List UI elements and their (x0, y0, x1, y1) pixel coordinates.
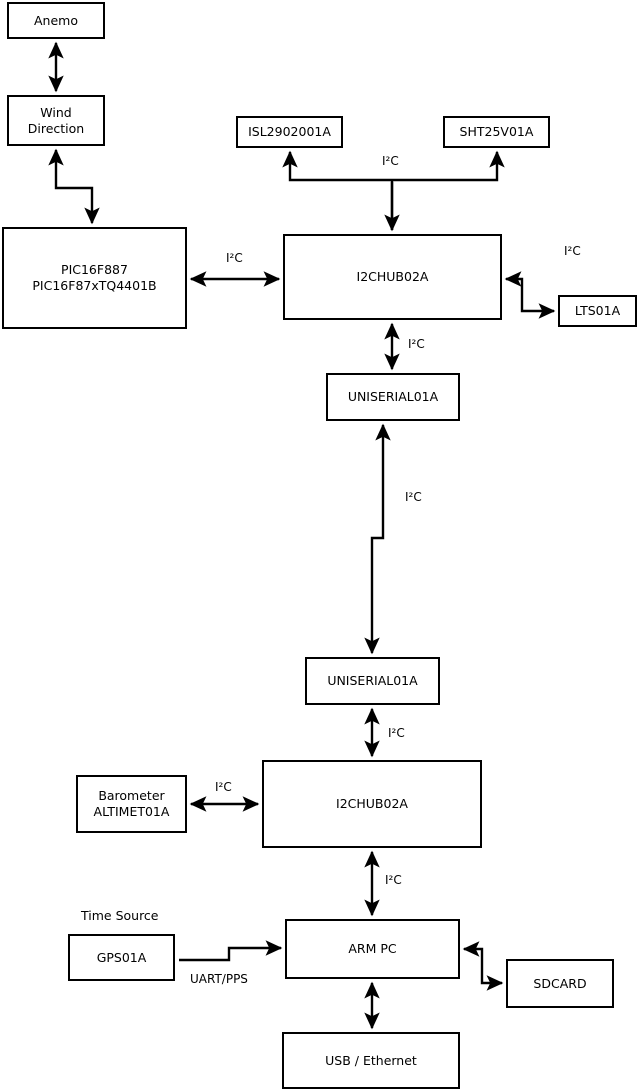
edge-bus-isl (282, 150, 392, 182)
node-wind-direction[interactable]: Wind Direction (7, 95, 105, 146)
node-sdcard-label: SDCARD (533, 975, 587, 991)
node-pic-microcontroller[interactable]: PIC16F887 PIC16F87xTQ4401B (2, 227, 187, 329)
edge-label-uart-pps: UART/PPS (190, 972, 248, 986)
node-gps01a[interactable]: GPS01A (68, 934, 175, 981)
edge-label-i2c-hub-lts: I²C (564, 244, 581, 258)
node-sht25v01a-label: SHT25V01A (459, 124, 534, 139)
edge-label-i2c-uni-hub2: I²C (388, 726, 405, 740)
node-i2chub02a-bottom[interactable]: I2CHUB02A (262, 760, 482, 848)
edge-unitop-unibot (364, 423, 391, 655)
label-time-source: Time Source (81, 908, 159, 923)
node-uniserial01a-top-label: UNISERIAL01A (347, 389, 439, 404)
edge-hubtop-lts (504, 271, 556, 319)
node-sht25v01a[interactable]: SHT25V01A (443, 116, 550, 148)
node-isl2902001a[interactable]: ISL2902001A (236, 116, 343, 148)
node-wind-direction-label: Wind Direction (27, 104, 85, 136)
edge-gps-armpc (179, 940, 283, 962)
edge-label-i2c-baro-hub2: I²C (215, 780, 232, 794)
edge-label-i2c-pic-hub: I²C (226, 251, 243, 265)
edge-bus-sht (392, 150, 505, 182)
node-i2chub02a-top-label: I2CHUB02A (356, 269, 429, 284)
node-isl2902001a-label: ISL2902001A (248, 124, 331, 139)
node-arm-pc[interactable]: ARM PC (285, 919, 460, 979)
edge-armpc-sdcard (462, 941, 504, 991)
edge-wind-pic (48, 148, 100, 225)
node-uniserial01a-bottom-label: UNISERIAL01A (327, 673, 418, 688)
node-barometer-altimet01a-label: Barometer ALTIMET01A (93, 788, 170, 819)
node-lts01a-label: LTS01A (574, 303, 621, 318)
node-anemo-label: Anemo (34, 12, 78, 28)
edge-label-i2c-top-bus: I²C (382, 154, 399, 168)
node-usb-ethernet-label: USB / Ethernet (325, 1052, 417, 1068)
node-gps01a-label: GPS01A (96, 949, 147, 965)
edge-label-i2c-hub-uni: I²C (408, 337, 425, 351)
node-sdcard[interactable]: SDCARD (506, 959, 614, 1008)
node-usb-ethernet[interactable]: USB / Ethernet (282, 1032, 460, 1089)
node-uniserial01a-top[interactable]: UNISERIAL01A (326, 373, 460, 421)
node-i2chub02a-bottom-label: I2CHUB02A (336, 796, 408, 811)
node-uniserial01a-bottom[interactable]: UNISERIAL01A (305, 657, 440, 705)
edge-label-i2c-uni-uni: I²C (405, 490, 422, 504)
node-lts01a[interactable]: LTS01A (558, 295, 637, 327)
node-i2chub02a-top[interactable]: I2CHUB02A (283, 234, 502, 320)
node-anemo[interactable]: Anemo (7, 2, 105, 39)
edge-label-i2c-hub2-arm: I²C (385, 873, 402, 887)
node-pic-microcontroller-label: PIC16F887 PIC16F87xTQ4401B (32, 262, 157, 293)
node-barometer-altimet01a[interactable]: Barometer ALTIMET01A (76, 775, 187, 833)
node-arm-pc-label: ARM PC (348, 941, 397, 956)
